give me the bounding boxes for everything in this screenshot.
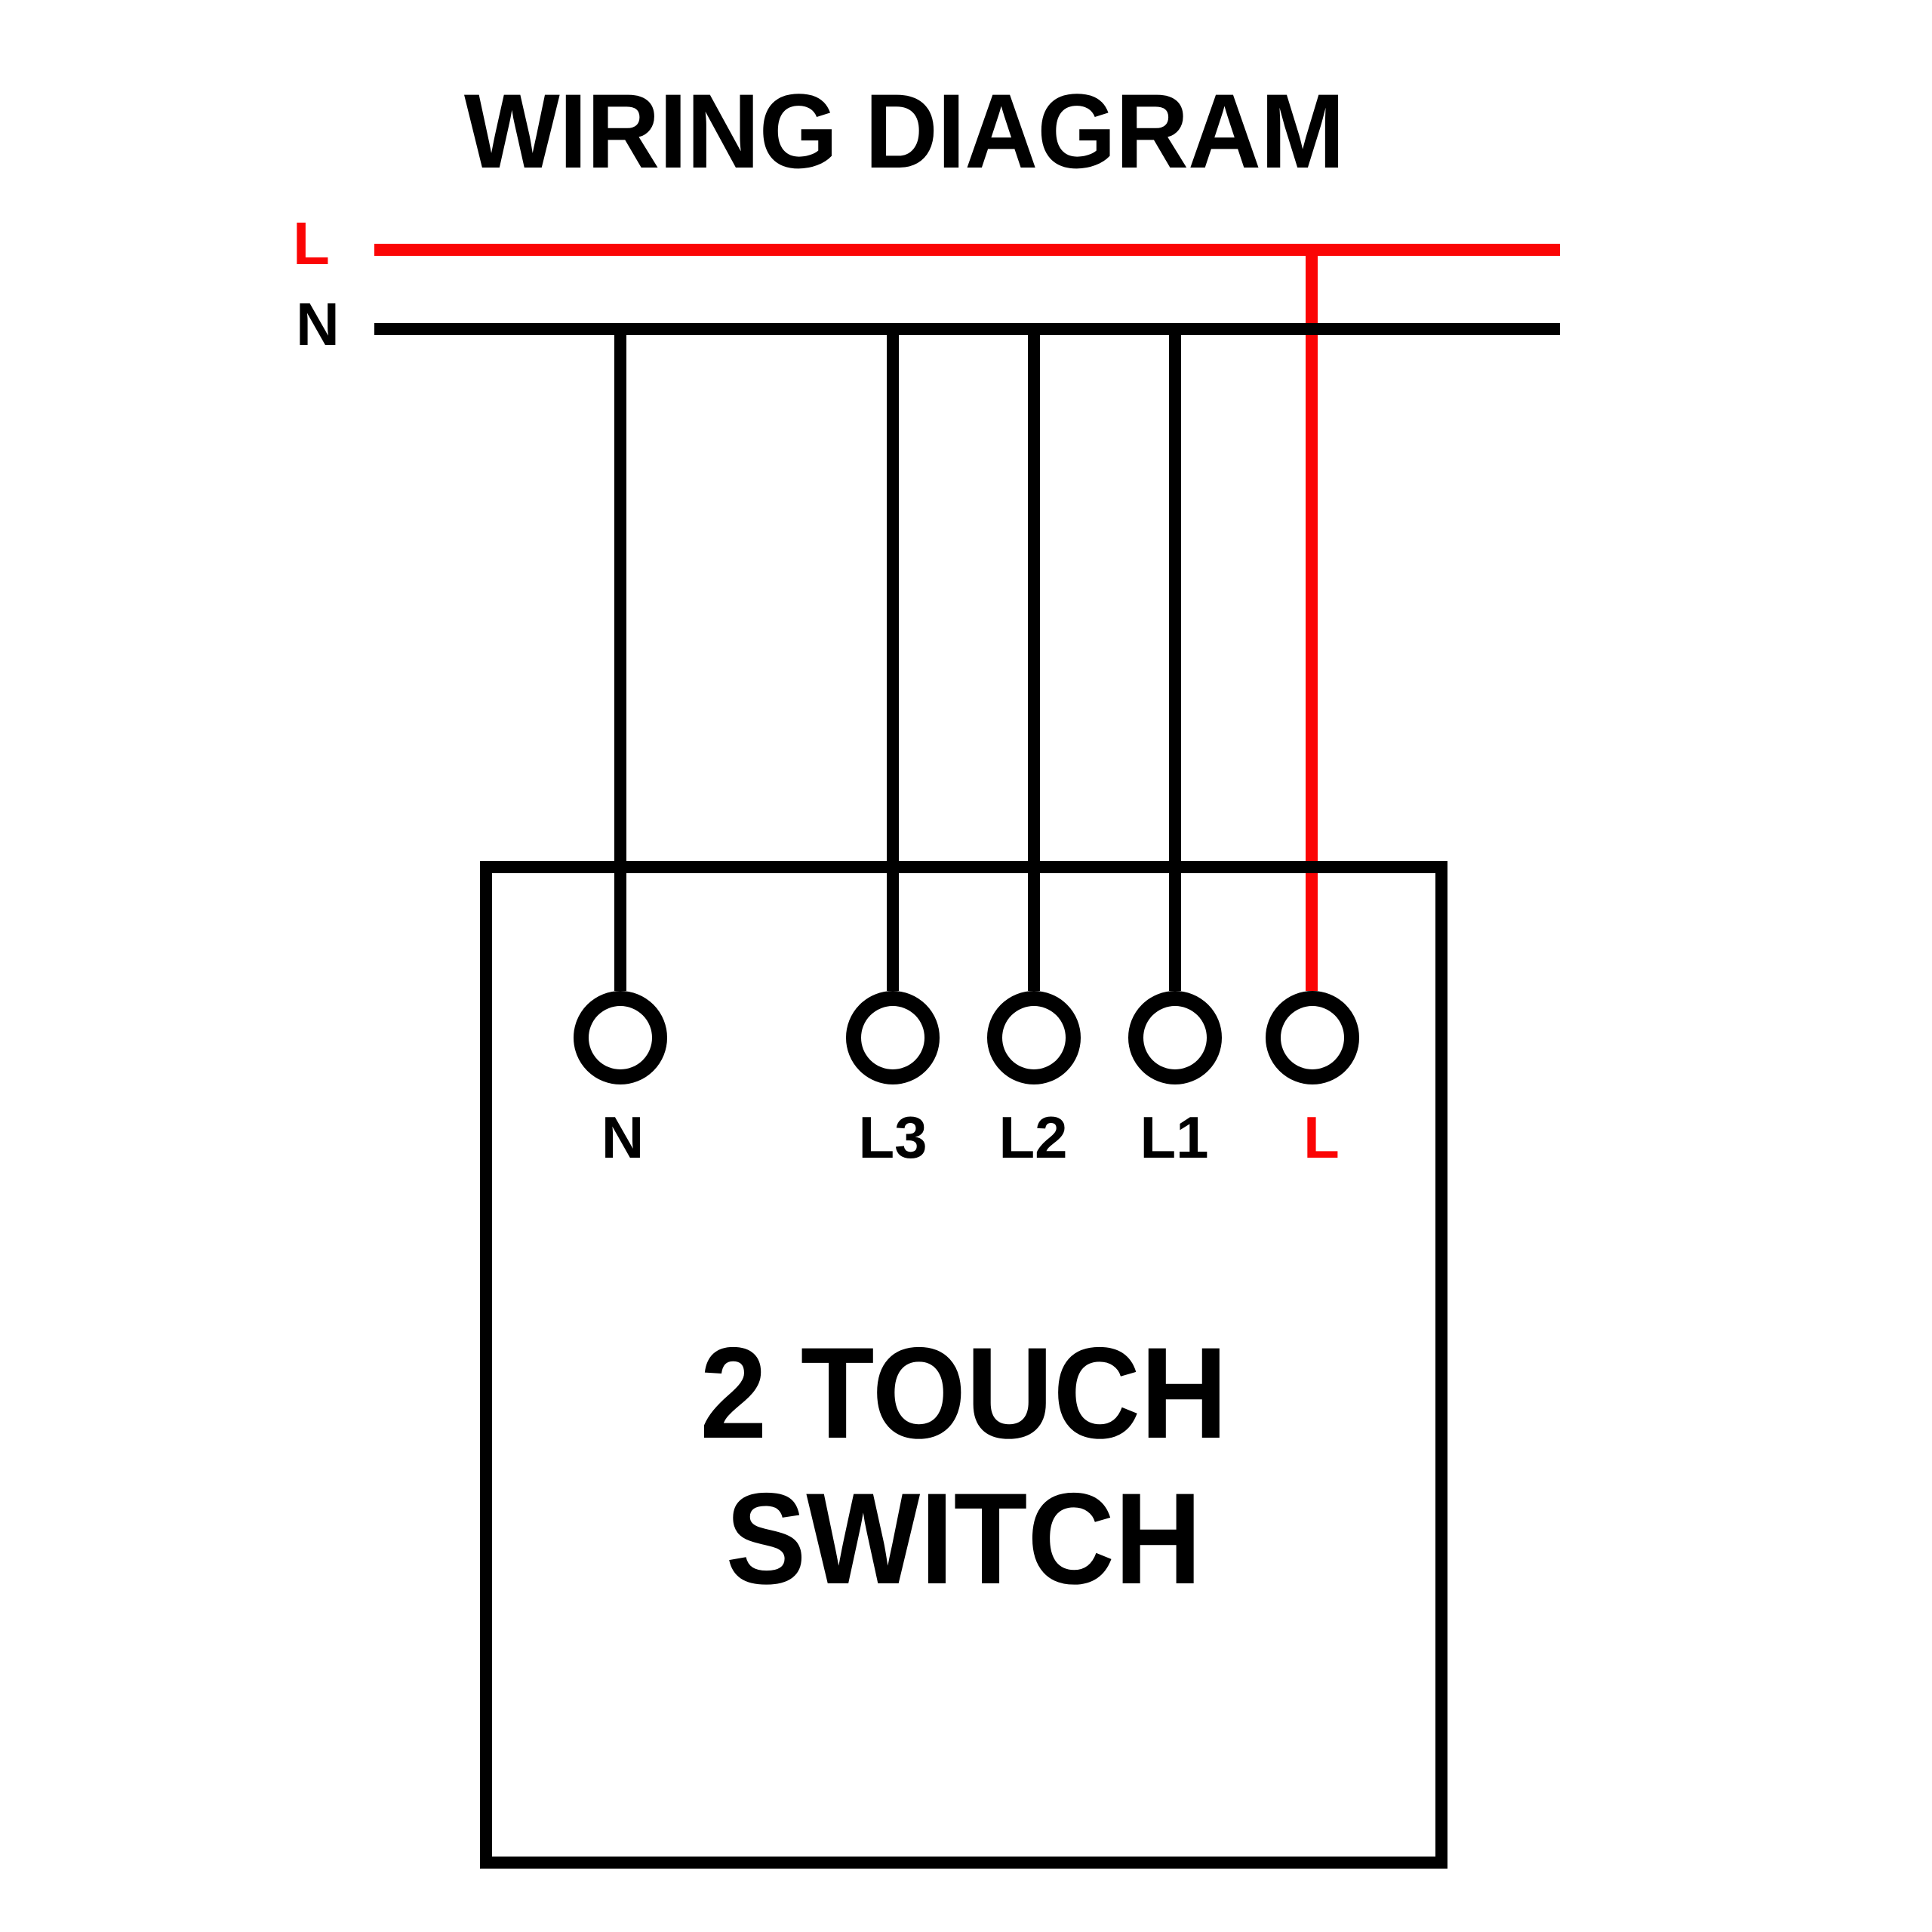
terminal-label-l2: L2: [998, 1104, 1068, 1171]
terminal-circle-l1: [1128, 991, 1222, 1084]
l1-wire-drop: [1169, 323, 1181, 991]
neutral-wire-drop: [614, 323, 626, 991]
l2-wire-drop: [1028, 323, 1040, 991]
terminal-circle-l: [1266, 991, 1359, 1084]
neutral-bus-line: [374, 323, 1560, 335]
live-wire-drop: [1306, 244, 1318, 991]
terminal-circle-l3: [846, 991, 940, 1084]
terminal-circle-l2: [987, 991, 1081, 1084]
device-name-line2: SWITCH: [725, 1466, 1202, 1611]
diagram-title: WIRING DIAGRAM: [463, 72, 1345, 190]
terminal-circle-n: [574, 991, 667, 1084]
device-name-line1: 2 TOUCH: [700, 1321, 1228, 1466]
live-bus-line: [374, 244, 1560, 256]
switch-body-outline: [480, 861, 1447, 1869]
terminal-label-l3: L3: [858, 1104, 928, 1171]
terminal-label-n: N: [601, 1104, 645, 1171]
live-bus-label: L: [293, 210, 330, 277]
neutral-bus-label: N: [296, 291, 340, 358]
l3-wire-drop: [887, 323, 899, 991]
terminal-label-l1: L1: [1140, 1104, 1209, 1171]
terminal-label-l: L: [1303, 1104, 1340, 1171]
